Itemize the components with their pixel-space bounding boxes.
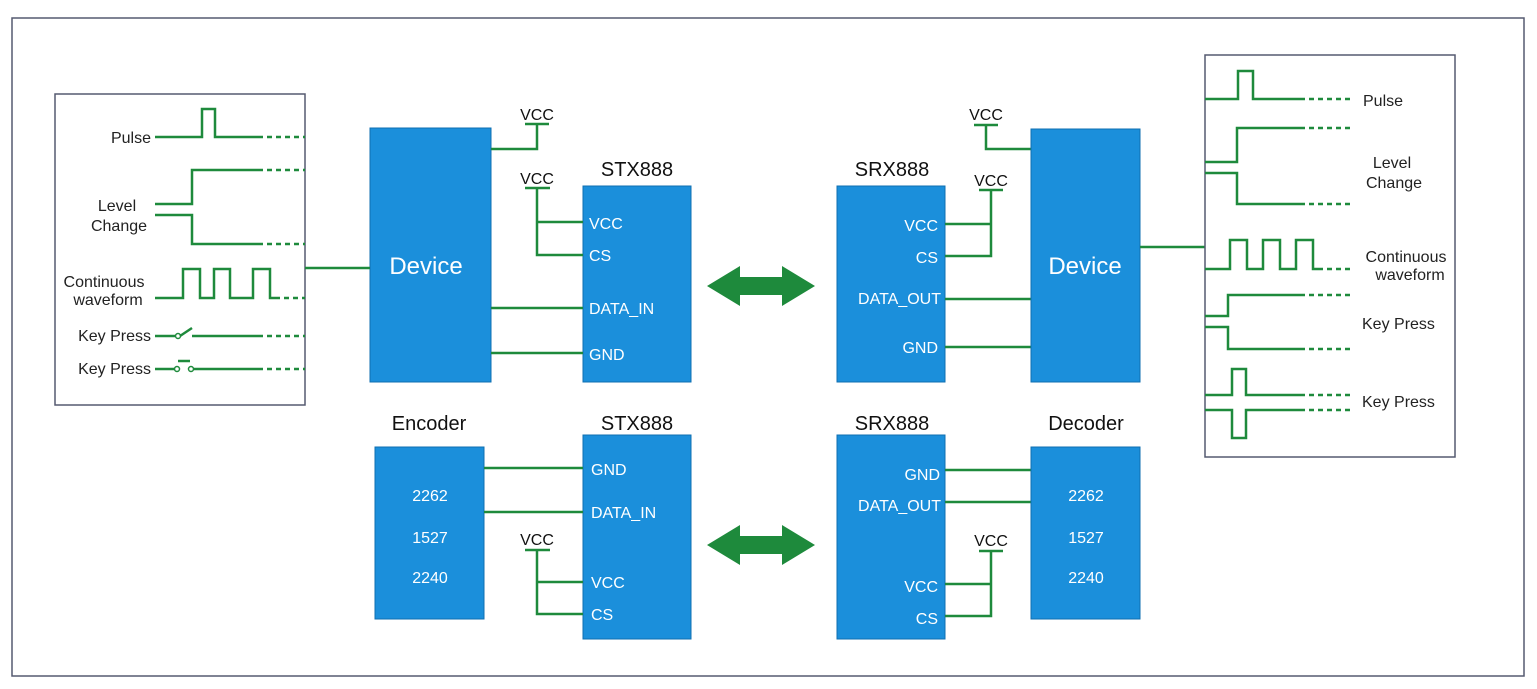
device-vcc-wire: [491, 124, 539, 151]
key-press-2-contact-b-icon: [187, 365, 195, 373]
right-pulse-waveform: [1205, 69, 1300, 101]
decoder-block: [1030, 446, 1141, 620]
right-continuous-label-1: Continuous: [1366, 249, 1447, 266]
right-level-high-waveform: [1205, 126, 1300, 164]
top-tx-module: [582, 185, 692, 383]
encoder-chip-1: 2262: [412, 488, 448, 505]
top-tx-pin-vcc: VCC: [589, 216, 623, 233]
decoder-chip-1: 2262: [1068, 488, 1104, 505]
top-tx-title: STX888: [601, 159, 673, 181]
bottom-bidirectional-arrow-icon: [707, 525, 815, 565]
bottom-rx-vcc-cs-wire: [945, 551, 993, 618]
bottom-rx-title: SRX888: [855, 413, 930, 435]
left-level-label-2: Change: [91, 218, 147, 235]
right-signal-panel: Pulse Level Change Continuous waveform K…: [1204, 54, 1456, 458]
level-change-low-waveform: [155, 213, 258, 246]
right-key-press-1-high: [1205, 293, 1300, 318]
bottom-row: Encoder 2262 1527 2240 STX888 GND DATA_I…: [374, 413, 1141, 640]
top-tx-pin-data: DATA_IN: [589, 301, 654, 318]
device-vcc-label: VCC: [520, 107, 554, 124]
level-change-high-waveform: [155, 168, 258, 206]
left-panel-frame: [54, 93, 306, 406]
left-pulse-label: Pulse: [111, 130, 151, 147]
left-signal-panel: Pulse Level Change Continuous waveform K…: [54, 93, 306, 406]
top-rx-pin-gnd: GND: [902, 340, 938, 357]
left-device-block: [369, 127, 492, 383]
top-tx-vcc-label: VCC: [520, 171, 554, 188]
right-device-block: [1030, 128, 1141, 383]
top-rx-pin-vcc: VCC: [904, 218, 938, 235]
continuous-waveform: [155, 267, 275, 300]
bottom-tx-module: [582, 434, 692, 640]
right-continuous-waveform: [1205, 238, 1318, 271]
decoder-chip-2: 1527: [1068, 530, 1104, 547]
top-rx-pin-cs: CS: [916, 250, 938, 267]
top-rx-vcc-cs-wire: [945, 190, 993, 258]
bottom-tx-title: STX888: [601, 413, 673, 435]
outer-frame: [11, 17, 1525, 677]
decoder-title: Decoder: [1048, 413, 1124, 435]
right-continuous-label-2: waveform: [1374, 267, 1444, 284]
top-rx-vcc-label: VCC: [974, 173, 1008, 190]
encoder-block: [374, 446, 485, 620]
bottom-rx-pin-cs: CS: [916, 611, 938, 628]
left-key-press-2-label: Key Press: [78, 361, 151, 378]
bottom-rx-pin-data: DATA_OUT: [858, 498, 941, 515]
top-rx-module: [836, 185, 946, 383]
key-press-1-switch-lever: [179, 326, 193, 338]
right-key-press-1-low: [1205, 325, 1300, 351]
top-tx-pin-cs: CS: [589, 248, 611, 265]
encoder-title: Encoder: [392, 413, 467, 435]
right-level-label-1: Level: [1373, 155, 1411, 172]
bottom-tx-vcc-label: VCC: [520, 532, 554, 549]
bottom-rx-pin-vcc: VCC: [904, 579, 938, 596]
top-row: Device VCC STX888 VCC CS DATA_IN GND VCC…: [305, 107, 1205, 383]
encoder-chip-3: 2240: [412, 570, 448, 587]
bottom-tx-pin-vcc: VCC: [591, 575, 625, 592]
right-level-label-2: Change: [1366, 175, 1422, 192]
left-key-press-1-label: Key Press: [78, 328, 151, 345]
right-pulse-label: Pulse: [1363, 93, 1403, 110]
right-key-press-2-low: [1205, 408, 1300, 440]
right-key-press-2-label: Key Press: [1362, 394, 1435, 411]
top-tx-vcc-cs-wire: [535, 188, 583, 257]
bottom-tx-pin-cs: CS: [591, 607, 613, 624]
decoder-chip-3: 2240: [1068, 570, 1104, 587]
bottom-rx-vcc-label: VCC: [974, 533, 1008, 550]
right-key-press-1-label: Key Press: [1362, 316, 1435, 333]
left-level-label-1: Level: [98, 198, 136, 215]
bottom-tx-pin-gnd: GND: [591, 462, 627, 479]
bottom-tx-pin-data: DATA_IN: [591, 505, 656, 522]
top-bidirectional-arrow-icon: [707, 266, 815, 306]
bottom-rx-module: [836, 434, 946, 640]
encoder-chip-2: 1527: [412, 530, 448, 547]
left-continuous-label-2: waveform: [72, 292, 142, 309]
right-device-vcc-wire: [984, 125, 1031, 151]
left-continuous-label-1: Continuous: [64, 274, 145, 291]
right-level-low-waveform: [1205, 171, 1300, 206]
right-key-press-2-high: [1205, 367, 1300, 397]
left-device-label: Device: [389, 253, 462, 280]
right-device-vcc-label: VCC: [969, 107, 1003, 124]
top-rx-title: SRX888: [855, 159, 930, 181]
top-rx-pin-data: DATA_OUT: [858, 291, 941, 308]
bottom-rx-pin-gnd: GND: [904, 467, 940, 484]
right-device-label: Device: [1048, 253, 1121, 280]
key-press-1-contact-icon: [174, 332, 182, 340]
bottom-tx-vcc-cs-wire: [535, 550, 583, 616]
pulse-waveform: [155, 107, 258, 139]
top-tx-pin-gnd: GND: [589, 347, 625, 364]
key-press-2-contact-a-icon: [173, 365, 181, 373]
